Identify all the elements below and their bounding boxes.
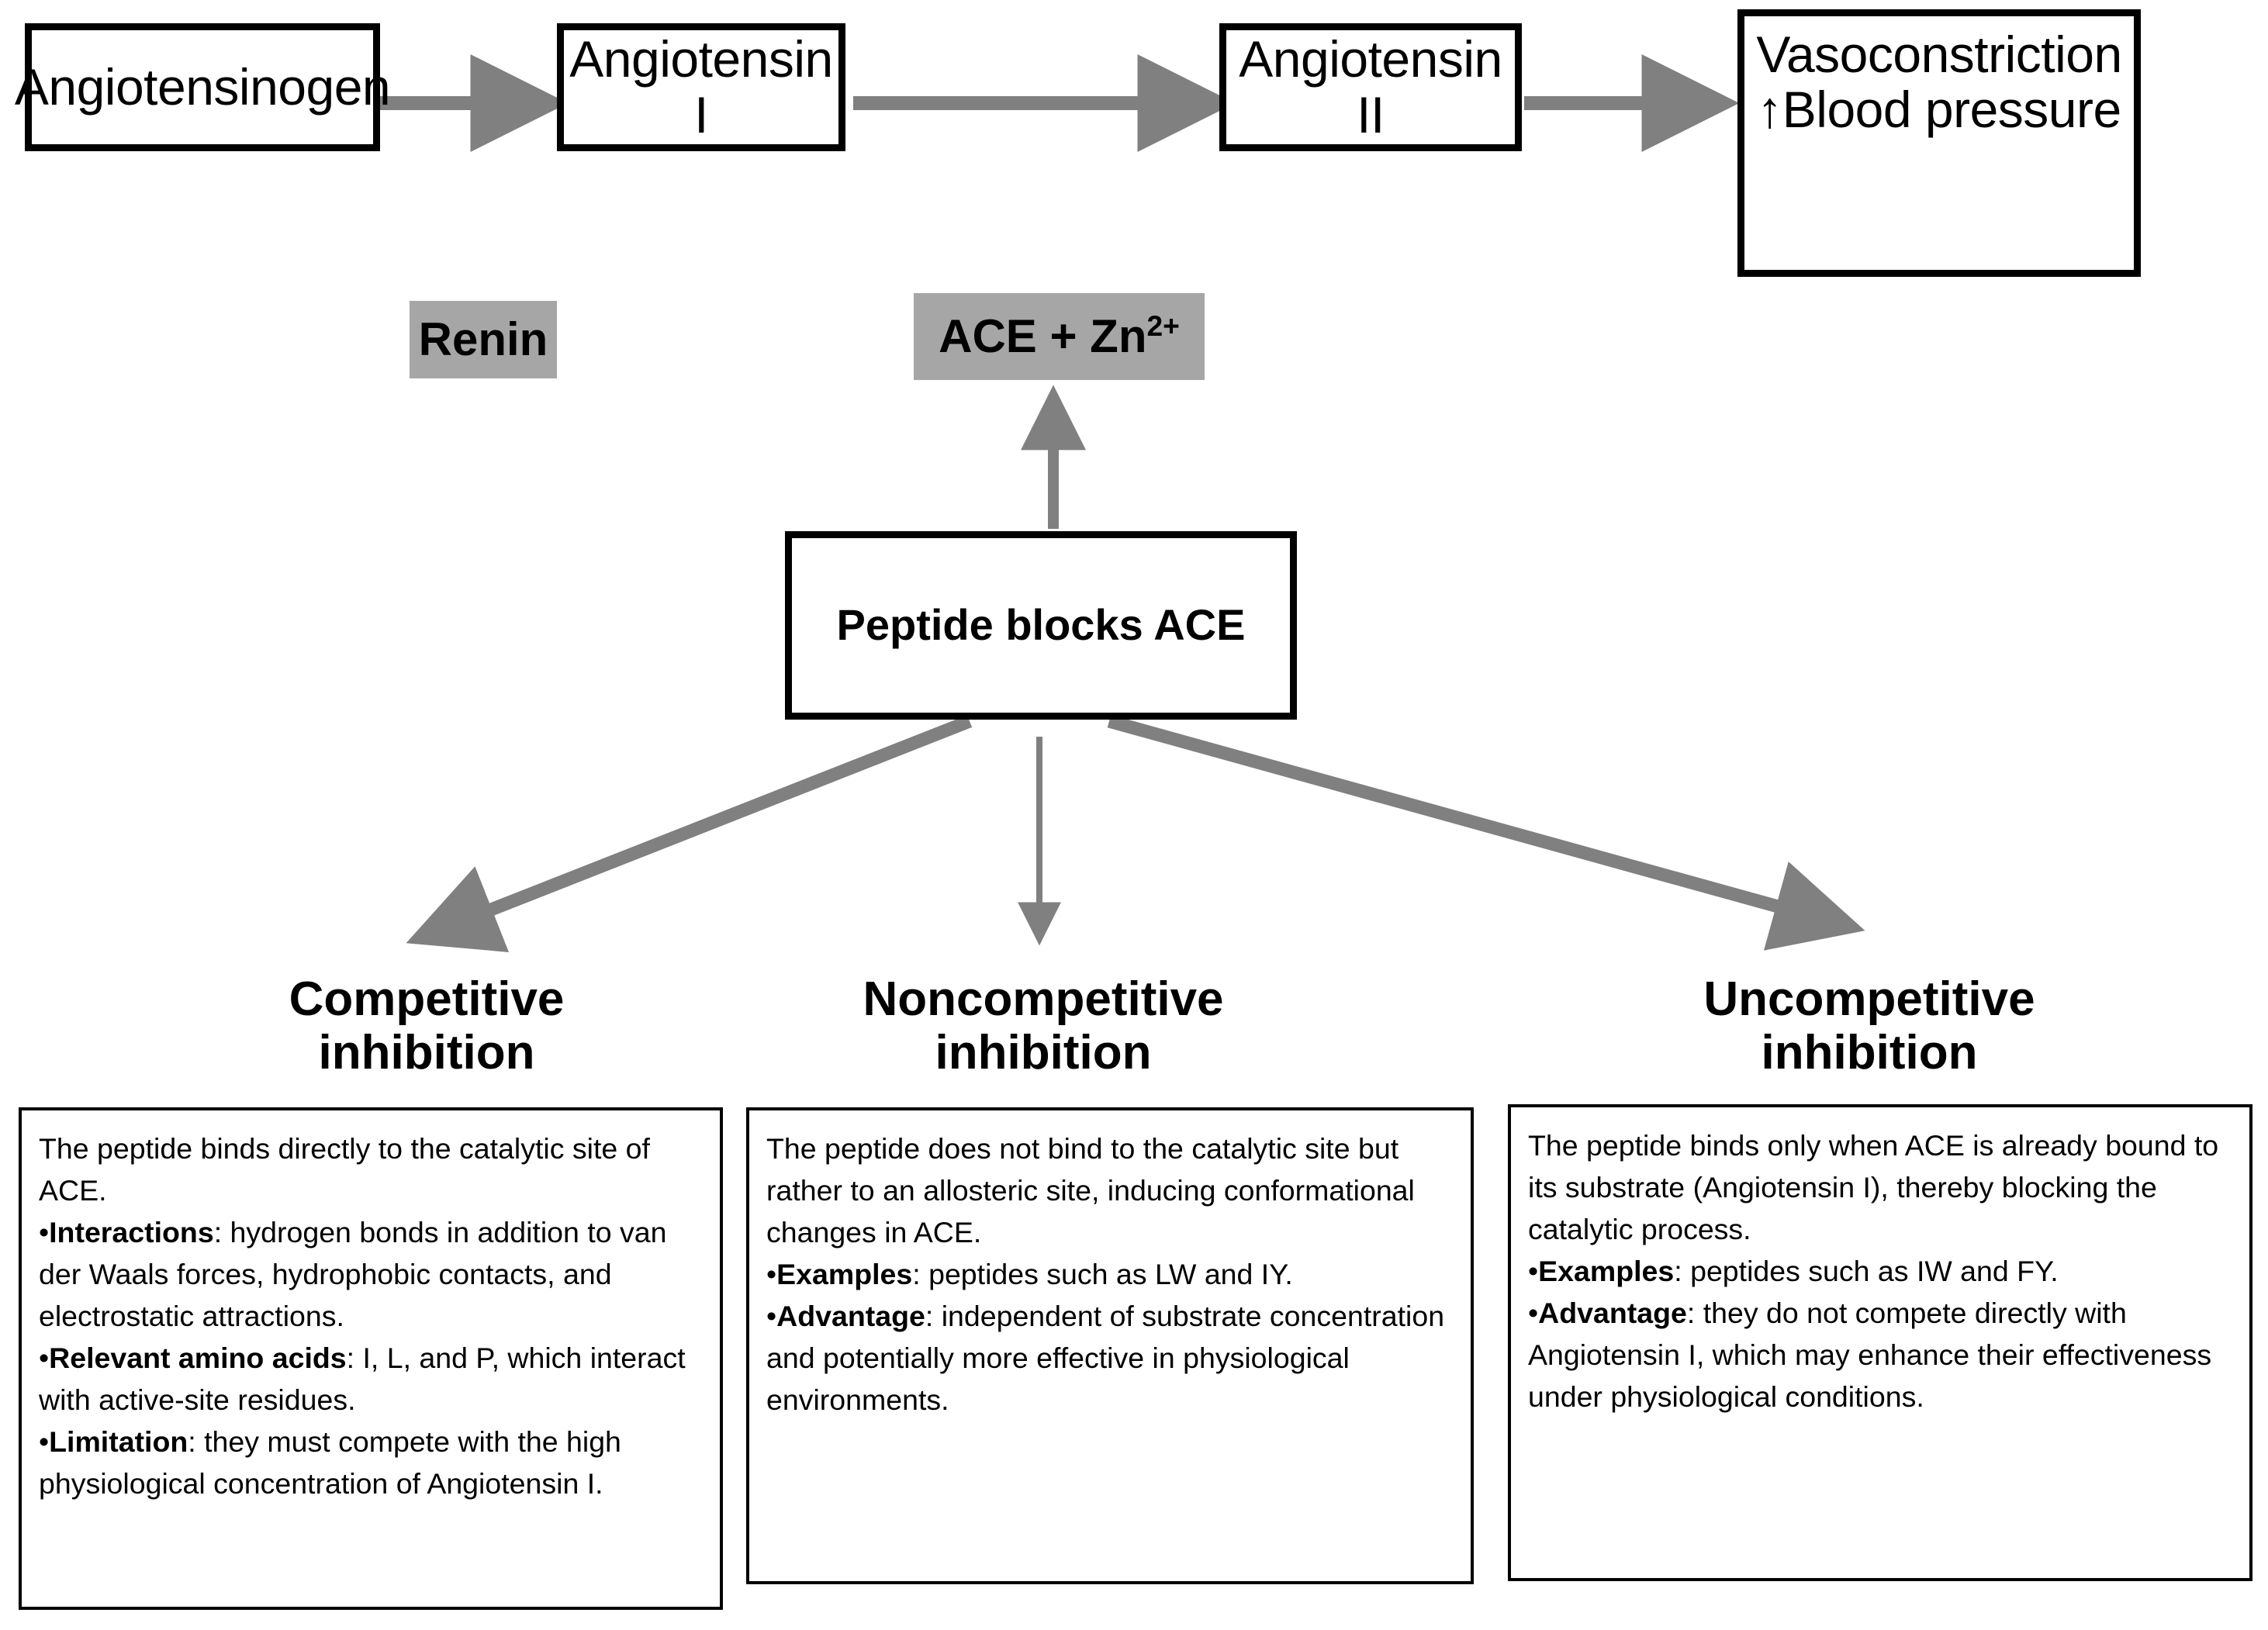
desc-competitive-bullet-interactions: •Interactions: hydrogen bonds in additio… <box>39 1211 704 1337</box>
desc-competitive-bullet-amino-acids: •Relevant amino acids: I, L, and P, whic… <box>39 1337 704 1421</box>
vasoconstriction-line-1: Vasoconstriction <box>1756 26 2122 83</box>
cascade-box-vasoconstriction[interactable]: Vasoconstriction ↑Blood pressure <box>1737 9 2141 277</box>
desc-uncompetitive-intro: The peptide binds only when ACE is alrea… <box>1528 1129 2219 1245</box>
enzyme-chip-renin[interactable]: Renin <box>410 301 557 378</box>
cascade-box-angiotensin-2[interactable]: Angiotensin II <box>1219 23 1522 151</box>
bullet-rest: : peptides such as IW and FY. <box>1674 1255 2059 1287</box>
cascade-box-angiotensin-2-label: Angiotensin II <box>1239 30 1502 143</box>
bullet-rest: : I, L, and P, which interact with activ… <box>39 1342 686 1416</box>
cascade-box-angiotensin-1-label: Angiotensin I <box>569 30 833 143</box>
enzyme-chip-renin-label: Renin <box>418 313 548 365</box>
bullet-glyph: • <box>766 1300 777 1332</box>
bullet-glyph: • <box>766 1258 777 1290</box>
bullet-glyph: • <box>39 1342 50 1374</box>
heading-competitive-line-2: inhibition <box>318 1026 535 1079</box>
ace-base-label: ACE + Zn <box>939 309 1147 362</box>
bullet-term: Interactions <box>49 1216 214 1248</box>
desc-box-uncompetitive[interactable]: The peptide binds only when ACE is alrea… <box>1508 1104 2252 1581</box>
desc-noncompetitive-bullet-examples: •Examples: peptides such as LW and IY. <box>766 1253 1455 1295</box>
bullet-term: Advantage <box>776 1300 925 1332</box>
desc-box-competitive[interactable]: The peptide binds directly to the cataly… <box>19 1107 723 1610</box>
heading-uncompetitive-inhibition: Uncompetitive inhibition <box>1637 952 2102 1100</box>
bullet-rest: : independent of substrate concentration… <box>766 1300 1445 1416</box>
bullet-term: Examples <box>776 1258 913 1290</box>
blood-pressure-line: ↑Blood pressure <box>1757 81 2121 139</box>
cascade-box-angiotensin-1[interactable]: Angiotensin I <box>557 23 845 151</box>
heading-uncompetitive-line-2: inhibition <box>1761 1026 1978 1079</box>
heading-uncompetitive-line-1: Uncompetitive <box>1703 972 2035 1026</box>
heading-noncompetitive-line-2: inhibition <box>935 1026 1152 1079</box>
bullet-term: Relevant amino acids <box>49 1342 347 1374</box>
desc-noncompetitive-intro: The peptide does not bind to the catalyt… <box>766 1132 1415 1248</box>
peptide-blocks-ace-label: Peptide blocks ACE <box>836 600 1246 650</box>
bullet-rest: : they do not compete directly with Angi… <box>1528 1297 2212 1413</box>
heading-noncompetitive-inhibition: Noncompetitive inhibition <box>811 952 1276 1100</box>
bullet-rest: : peptides such as LW and IY. <box>912 1258 1293 1290</box>
desc-box-noncompetitive[interactable]: The peptide does not bind to the catalyt… <box>746 1107 1474 1584</box>
heading-competitive-inhibition: Competitive inhibition <box>178 952 675 1100</box>
arrow-peptide-to-uncompetitive <box>1107 714 1865 951</box>
heading-competitive-line-1: Competitive <box>289 972 565 1026</box>
peptide-blocks-ace-box[interactable]: Peptide blocks ACE <box>785 531 1297 720</box>
arrow-peptide-to-competitive <box>406 715 973 952</box>
bullet-term: Limitation <box>49 1425 188 1458</box>
enzyme-chip-ace-zinc-label: ACE + Zn2+ <box>939 309 1180 362</box>
cascade-box-angiotensinogen-label: Angiotensinogen <box>14 57 391 116</box>
bullet-rest: : they must compete with the high physio… <box>39 1425 621 1500</box>
bullet-glyph: • <box>1528 1255 1539 1287</box>
vasoconstriction-text: Vasoconstriction ↑Blood pressure <box>1744 26 2134 139</box>
enzyme-chip-ace-zinc[interactable]: ACE + Zn2+ <box>914 293 1205 380</box>
bullet-glyph: • <box>39 1216 50 1248</box>
bullet-term: Examples <box>1538 1255 1675 1287</box>
heading-noncompetitive-line-1: Noncompetitive <box>863 972 1224 1026</box>
desc-uncompetitive-bullet-advantage: •Advantage: they do not compete directly… <box>1528 1292 2234 1418</box>
bullet-glyph: • <box>1528 1297 1539 1329</box>
desc-noncompetitive-bullet-advantage: •Advantage: independent of substrate con… <box>766 1295 1455 1421</box>
bullet-rest: : hydrogen bonds in addition to van der … <box>39 1216 667 1332</box>
desc-uncompetitive-bullet-examples: •Examples: peptides such as IW and FY. <box>1528 1250 2234 1292</box>
bullet-term: Advantage <box>1538 1297 1687 1329</box>
desc-competitive-intro: The peptide binds directly to the cataly… <box>39 1132 650 1207</box>
ace-charge-superscript: 2+ <box>1146 309 1180 342</box>
desc-competitive-bullet-limitation: •Limitation: they must compete with the … <box>39 1421 704 1504</box>
cascade-box-angiotensinogen[interactable]: Angiotensinogen <box>15 23 391 151</box>
bullet-glyph: • <box>39 1425 50 1458</box>
